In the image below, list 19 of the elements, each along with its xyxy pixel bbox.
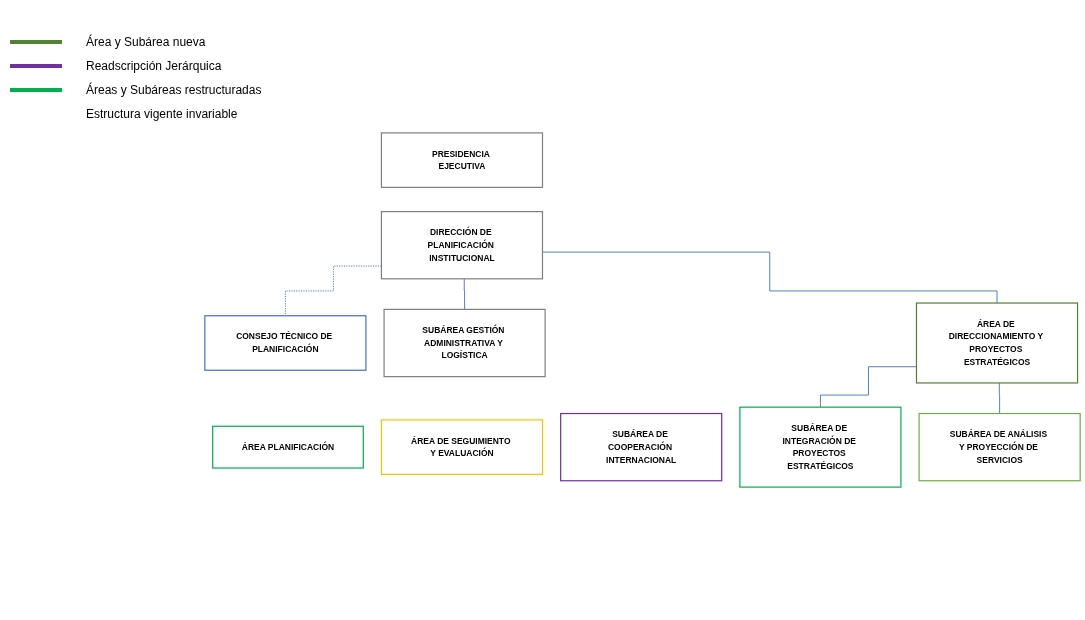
connector: [998, 382, 1001, 414]
legend-label: Áreas y Subáreas restructuradas: [86, 83, 262, 97]
legend-label: Área y Subárea nueva: [86, 35, 206, 49]
connector: [284, 265, 382, 317]
node-box: SUBÁREA DE COOPERACIÓN INTERNACIONAL: [560, 412, 723, 482]
node-box: PRESIDENCIA EJECUTIVA: [380, 132, 544, 188]
node-box: ÁREA DE SEGUIMIENTO Y EVALUACIÓN: [380, 419, 544, 475]
node-box: ÁREA PLANIFICACIÓN: [212, 425, 364, 469]
legend-label: Readscripción Jerárquica: [86, 59, 222, 73]
node-box: SUBÁREA GESTIÓN ADMINISTRATIVA Y LOGÍSTICA: [383, 308, 546, 378]
node-box: DIRECCIÓN DE PLANIFICACIÓN INSTITUCIONAL: [380, 211, 544, 280]
node-box: SUBÁREA DE ANÁLISIS Y PROYECCIÓN DE SERVICIOS: [918, 412, 1081, 482]
legend-label: Estructura vigente invariable: [86, 107, 238, 121]
connector: [542, 251, 998, 304]
node-box: CONSEJO TÉCNICO DE PLANIFICACIÓN: [204, 315, 367, 371]
node-box: SUBÁREA DE INTEGRACIÓN DE PROYECTOS ESTRATÉGICOS: [739, 406, 902, 488]
connector: [463, 278, 466, 310]
node-box: ÁREA DE DIRECCIONAMIENTO Y PROYECTOS ESTRATÉGICOS: [915, 302, 1079, 384]
connector: [819, 366, 917, 408]
